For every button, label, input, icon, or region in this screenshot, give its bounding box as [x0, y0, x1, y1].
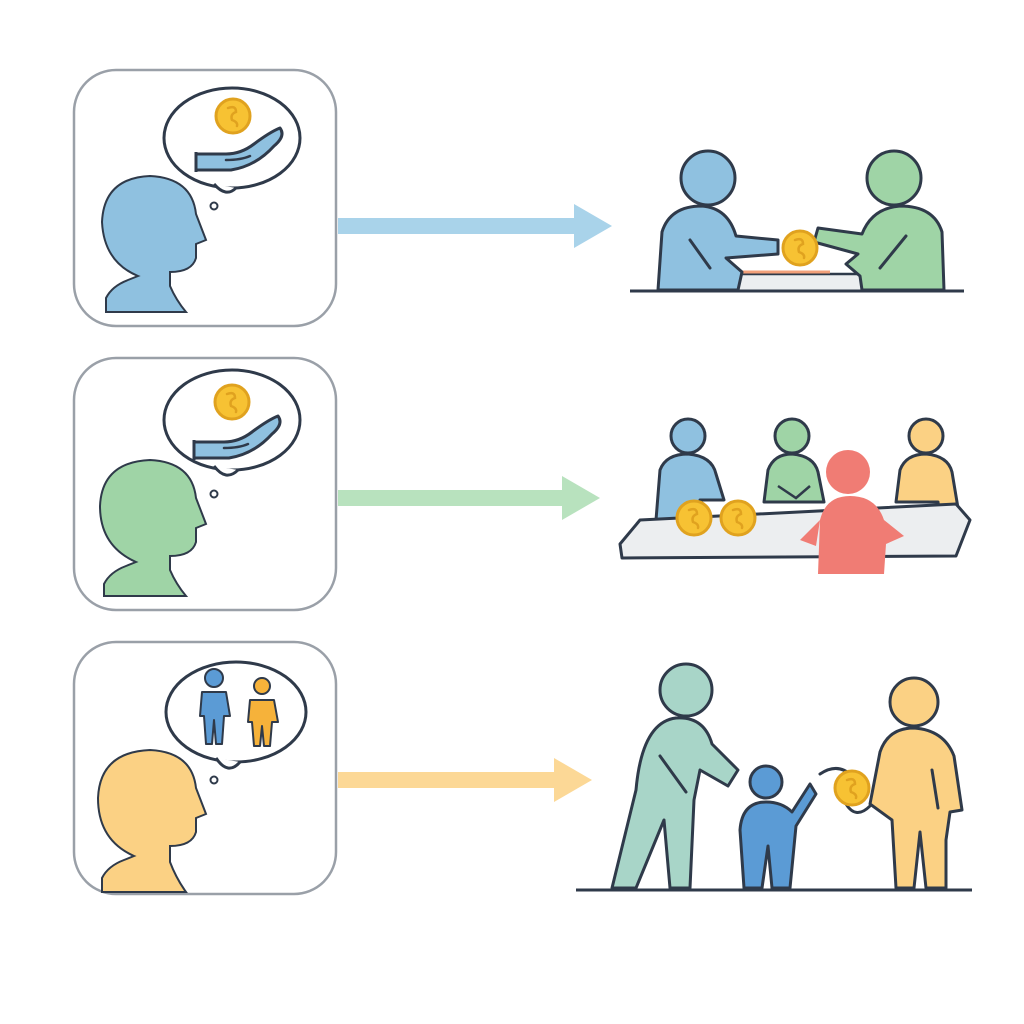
head-silhouette-blue: [100, 174, 208, 313]
coin-icon: [214, 97, 252, 135]
coin-icon: [675, 499, 713, 537]
person-yellow: [868, 676, 964, 890]
head-silhouette-yellow: [96, 748, 208, 893]
person-child-blue: [738, 764, 818, 890]
coin-icon: [781, 229, 819, 267]
person-green: [762, 417, 826, 504]
head-silhouette-green: [98, 458, 208, 597]
scene-two-people-exchange-coin: [630, 149, 964, 293]
row-1: [72, 68, 964, 328]
row-3: [72, 640, 972, 896]
arrow-3: [338, 758, 592, 802]
coin-icon: [213, 383, 251, 421]
person-blue: [654, 417, 726, 522]
two-people-icon: [199, 668, 279, 747]
person-blue: [656, 149, 780, 292]
scene-group-at-table-with-coins: [618, 417, 972, 574]
coin-icon: [833, 769, 871, 807]
person-teal: [610, 662, 740, 890]
scene-adult-child-adult-coin: [576, 662, 972, 892]
person-green: [812, 149, 946, 292]
person-red: [800, 450, 904, 574]
arrow-1: [338, 204, 612, 248]
coin-icon: [719, 499, 757, 537]
arrow-2: [338, 476, 600, 520]
row-2: [72, 356, 972, 612]
